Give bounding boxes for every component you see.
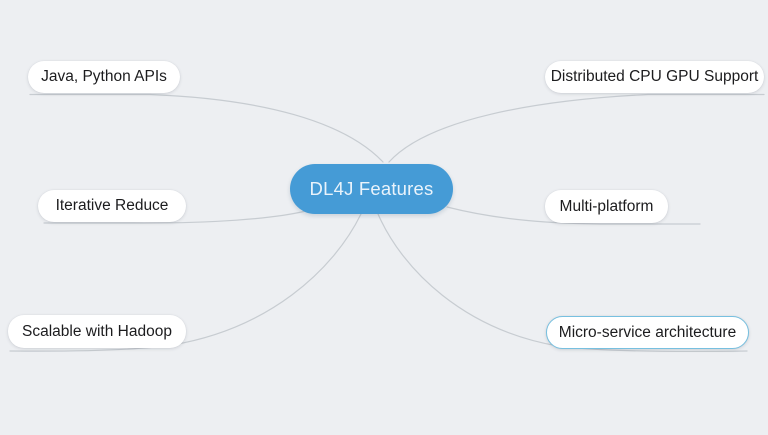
root-node-dl4j-features[interactable]: DL4J Features: [290, 164, 453, 214]
connector-java: [29, 93, 384, 163]
connector-distributed: [388, 93, 765, 163]
node-label: Multi-platform: [559, 197, 654, 215]
root-node-label: DL4J Features: [309, 177, 434, 199]
node-distributed-cpu-gpu-support[interactable]: Distributed CPU GPU Support: [545, 61, 764, 93]
node-label: Micro-service architecture: [558, 323, 737, 341]
node-java-python-apis[interactable]: Java, Python APIs: [28, 61, 180, 93]
node-micro-service-architecture[interactable]: Micro-service architecture: [546, 316, 749, 349]
node-label: Distributed CPU GPU Support: [550, 68, 759, 86]
node-label: Java, Python APIs: [41, 68, 167, 86]
node-label: Scalable with Hadoop: [22, 322, 172, 340]
node-label: Iterative Reduce: [55, 197, 169, 215]
node-iterative-reduce[interactable]: Iterative Reduce: [38, 190, 186, 222]
node-scalable-with-hadoop[interactable]: Scalable with Hadoop: [8, 315, 186, 348]
node-multi-platform[interactable]: Multi-platform: [545, 190, 668, 223]
